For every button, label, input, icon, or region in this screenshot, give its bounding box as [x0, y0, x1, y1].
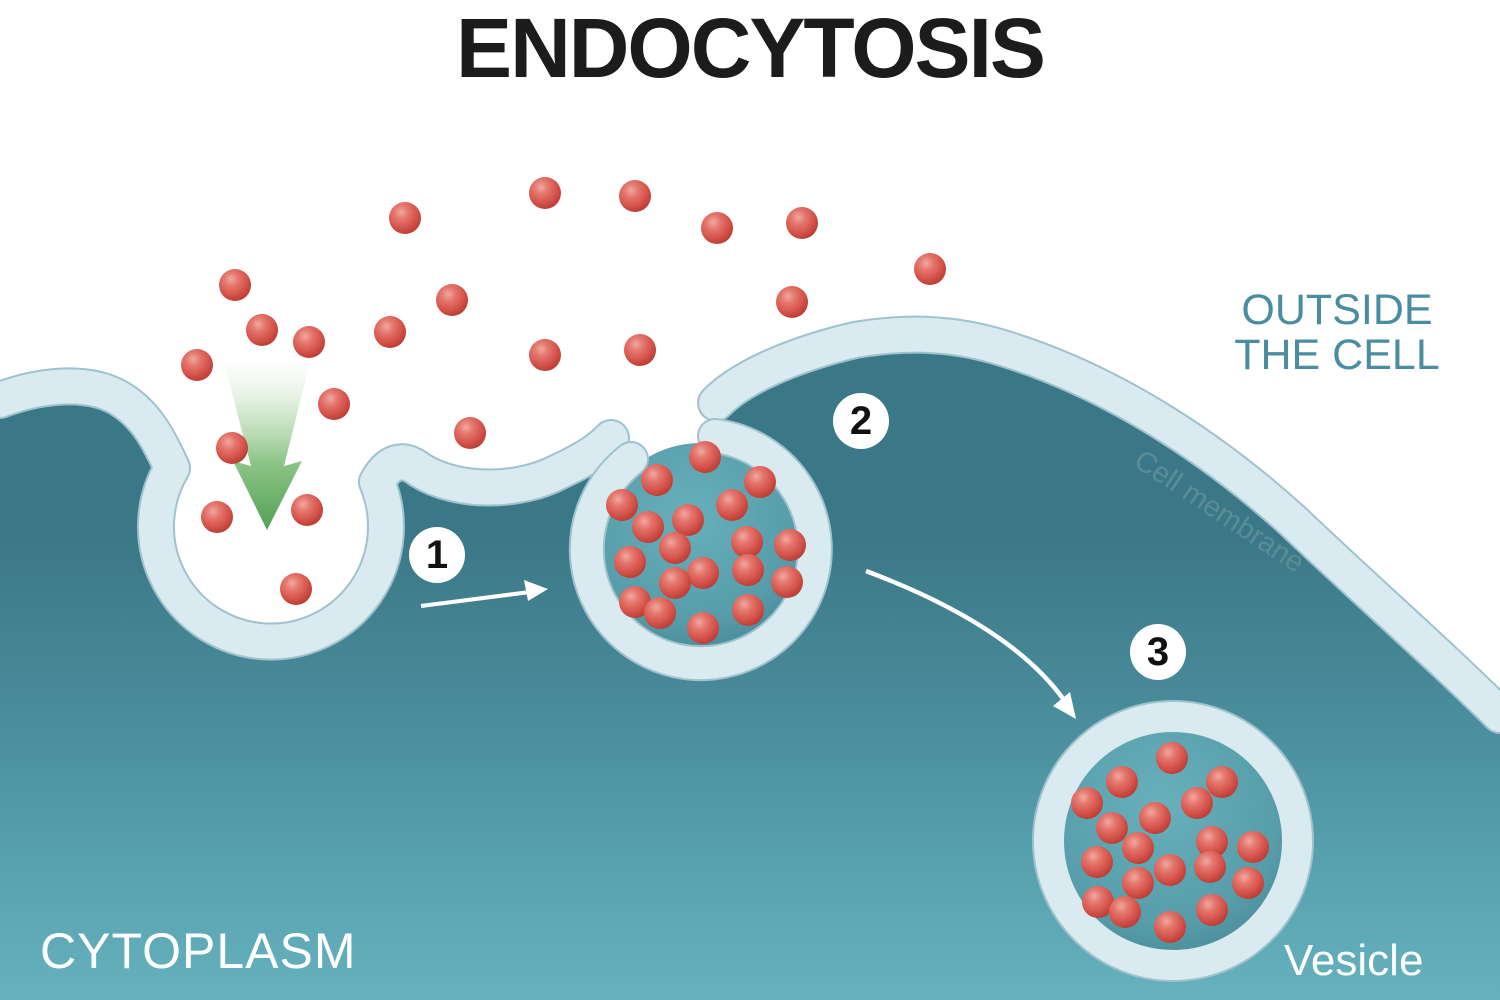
- arrow-step2-to-step3: [865, 568, 1076, 719]
- particle: [219, 269, 251, 301]
- particle: [732, 554, 764, 586]
- particle: [291, 494, 323, 526]
- particle: [1237, 831, 1269, 863]
- particle: [716, 489, 748, 521]
- particle: [1082, 886, 1114, 918]
- page-title: ENDOCYTOSIS: [456, 1, 1046, 95]
- particle: [771, 566, 803, 598]
- particle: [1071, 787, 1103, 819]
- particle: [293, 326, 325, 358]
- particle: [216, 432, 248, 464]
- particle: [1154, 854, 1186, 886]
- step-badge-3: 3: [1130, 624, 1186, 680]
- particle: [1156, 742, 1188, 774]
- particle: [1081, 846, 1113, 878]
- label-outside-line2: THE CELL: [1234, 330, 1440, 379]
- particle: [687, 557, 719, 589]
- particle: [644, 597, 676, 629]
- particle: [731, 526, 763, 558]
- particles-in-internal-vesicle: [1071, 742, 1269, 943]
- particle: [1139, 802, 1171, 834]
- cell-membrane-left: [0, 369, 628, 659]
- particle: [744, 466, 776, 498]
- particle: [374, 316, 406, 348]
- particle: [614, 546, 646, 578]
- label-outside-line1: OUTSIDE: [1241, 286, 1433, 334]
- particle: [659, 532, 691, 564]
- particle: [606, 489, 638, 521]
- particles-outside-cell: [181, 177, 946, 605]
- particle: [246, 314, 278, 346]
- particle: [689, 441, 721, 473]
- particle: [732, 594, 764, 626]
- forming-vesicle-ring: [570, 420, 831, 680]
- particle: [280, 573, 312, 605]
- particle: [776, 286, 808, 318]
- particle: [1196, 826, 1228, 858]
- step-badge-2: 2: [833, 393, 889, 449]
- particle: [659, 567, 691, 599]
- particle: [436, 284, 468, 316]
- particles-in-forming-vesicle: [606, 441, 806, 644]
- label-outside-the-cell: OUTSIDE THE CELL: [1222, 288, 1452, 377]
- particle: [1109, 896, 1141, 928]
- particle: [632, 511, 664, 543]
- particle: [624, 334, 656, 366]
- particle: [389, 202, 421, 234]
- particle: [914, 253, 946, 285]
- particle: [1096, 812, 1128, 844]
- particle: [529, 339, 561, 371]
- label-vesicle: Vesicle: [1284, 936, 1424, 985]
- particle: [619, 180, 651, 212]
- arrow-step1-to-step2: [420, 580, 548, 608]
- cell-membrane-right: [699, 317, 1500, 732]
- particle: [1122, 832, 1154, 864]
- particle: [1106, 766, 1138, 798]
- particle: [318, 388, 350, 420]
- particle: [786, 207, 818, 239]
- particle: [1196, 894, 1228, 926]
- particle: [1154, 911, 1186, 943]
- particle: [774, 529, 806, 561]
- particle: [1122, 867, 1154, 899]
- particle: [181, 349, 213, 381]
- particle: [641, 464, 673, 496]
- particle: [454, 417, 486, 449]
- particle: [1181, 787, 1213, 819]
- step-badge-1: 1: [409, 527, 465, 583]
- particle: [701, 212, 733, 244]
- particle: [672, 504, 704, 536]
- particle: [529, 177, 561, 209]
- particle: [1194, 851, 1226, 883]
- particle: [619, 586, 651, 618]
- particle: [687, 612, 719, 644]
- entry-arrow-green: [224, 362, 310, 530]
- particle: [1206, 766, 1238, 798]
- particle: [201, 501, 233, 533]
- label-cytoplasm: CYTOPLASM: [40, 923, 357, 979]
- particle: [1232, 867, 1264, 899]
